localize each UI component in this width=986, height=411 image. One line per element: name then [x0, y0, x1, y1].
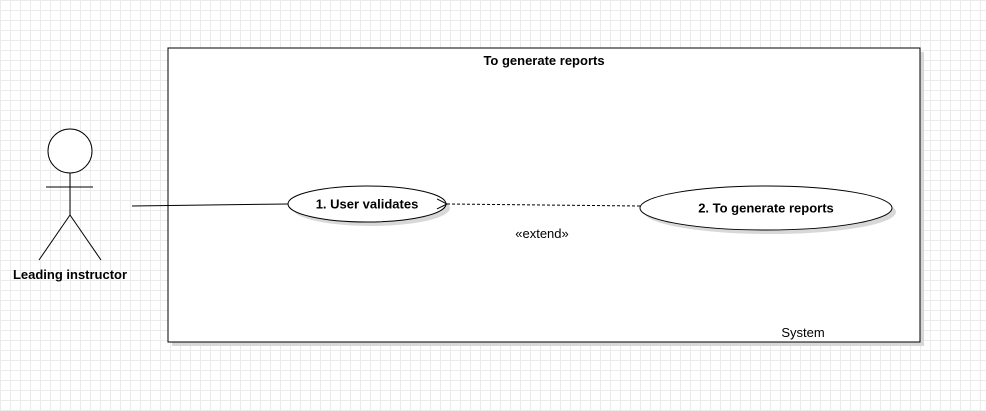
system-title: To generate reports [483, 53, 604, 68]
use-case-1-label: 1. User validates [316, 197, 419, 212]
actor-left-leg [38, 214, 71, 261]
actor-head [47, 128, 93, 174]
association-line[interactable] [131, 203, 289, 207]
extend-dashed-arrow [447, 204, 641, 206]
actor-leading-instructor[interactable]: Leading instructor [13, 128, 127, 282]
use-case-user-validates[interactable]: 1. User validates [287, 185, 450, 226]
use-case-generate-reports[interactable]: 2. To generate reports [639, 185, 896, 234]
extend-relationship[interactable]: «extend» [447, 204, 641, 241]
actor-right-leg [69, 214, 102, 261]
use-case-2-ellipse [639, 185, 893, 231]
use-case-2-label: 2. To generate reports [698, 201, 834, 216]
actor-name: Leading instructor [13, 267, 127, 282]
system-label: System [781, 325, 824, 340]
extend-stereotype-label: «extend» [515, 226, 569, 241]
